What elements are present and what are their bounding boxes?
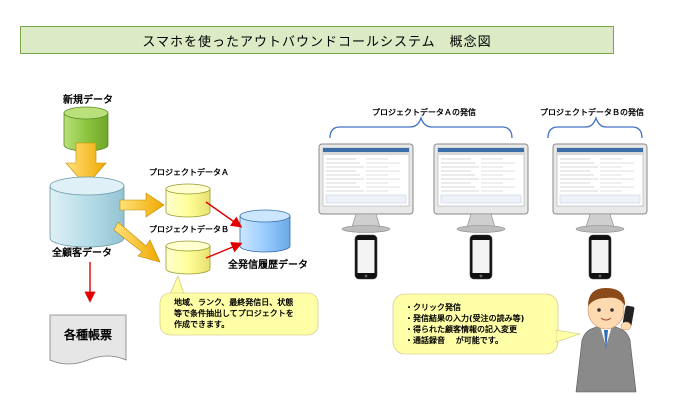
feature-item: ・発信結果の入力(受注の読み等) [405, 314, 525, 323]
red-arrow-a-history [205, 201, 243, 228]
label-all-customers: 全顧客データ [52, 248, 112, 259]
feature-item: ・クリック発信 [405, 303, 461, 312]
down-arrow [65, 142, 107, 187]
callout-line: 地域、ランク、最終発信日、状態 [174, 298, 294, 307]
bracket-b [547, 115, 643, 139]
red-arrow-b-history [205, 242, 243, 259]
page-title: スマホを使ったアウトバウンドコールシステム 概念図 [142, 34, 492, 50]
businessman-illustration [575, 288, 637, 393]
label-reports: 各種帳票 [64, 328, 113, 342]
label-call-history: 全発信履歴データ [228, 260, 308, 271]
feature-item: ・通話録音 が可能です。 [405, 336, 503, 345]
feature-bubble [392, 293, 581, 355]
project-b-cylinder [165, 240, 211, 275]
monitor-with-phone [318, 143, 414, 280]
reports-document [49, 314, 127, 365]
condition-callout-text: 地域、ランク、最終発信日、状態 等で条件抽出してプロジェクトを 作成できます。 [174, 297, 316, 330]
feature-item: ・得られた顧客情報の記入変更 [405, 325, 517, 334]
label-project-a: プロジェクトデータＡ [149, 168, 229, 177]
history-cylinder [239, 209, 291, 253]
label-new-data: 新規データ [63, 95, 113, 106]
feature-list: ・クリック発信 ・発信結果の入力(受注の読み等) ・得られた顧客情報の記入変更 … [405, 302, 555, 346]
project-a-cylinder [165, 183, 211, 218]
callout-line: 作成できます。 [174, 320, 230, 329]
label-project-b: プロジェクトデータＢ [149, 225, 229, 234]
arrow-to-project-b [113, 221, 161, 263]
monitor-with-phone [552, 143, 648, 280]
condition-callout [159, 275, 319, 336]
monitor-with-phone [433, 143, 529, 280]
customer-cylinder [49, 176, 125, 248]
label-group-b: プロジェクトデータＢの発信 [540, 108, 644, 117]
bracket-a [329, 115, 513, 139]
new-data-cylinder [63, 106, 109, 152]
callout-line: 等で条件抽出してプロジェクトを [174, 309, 294, 318]
arrow-to-project-a [119, 192, 165, 218]
label-group-a: プロジェクトデータＡの発信 [372, 108, 476, 117]
title-banner: スマホを使ったアウトバウンドコールシステム 概念図 [20, 26, 614, 54]
